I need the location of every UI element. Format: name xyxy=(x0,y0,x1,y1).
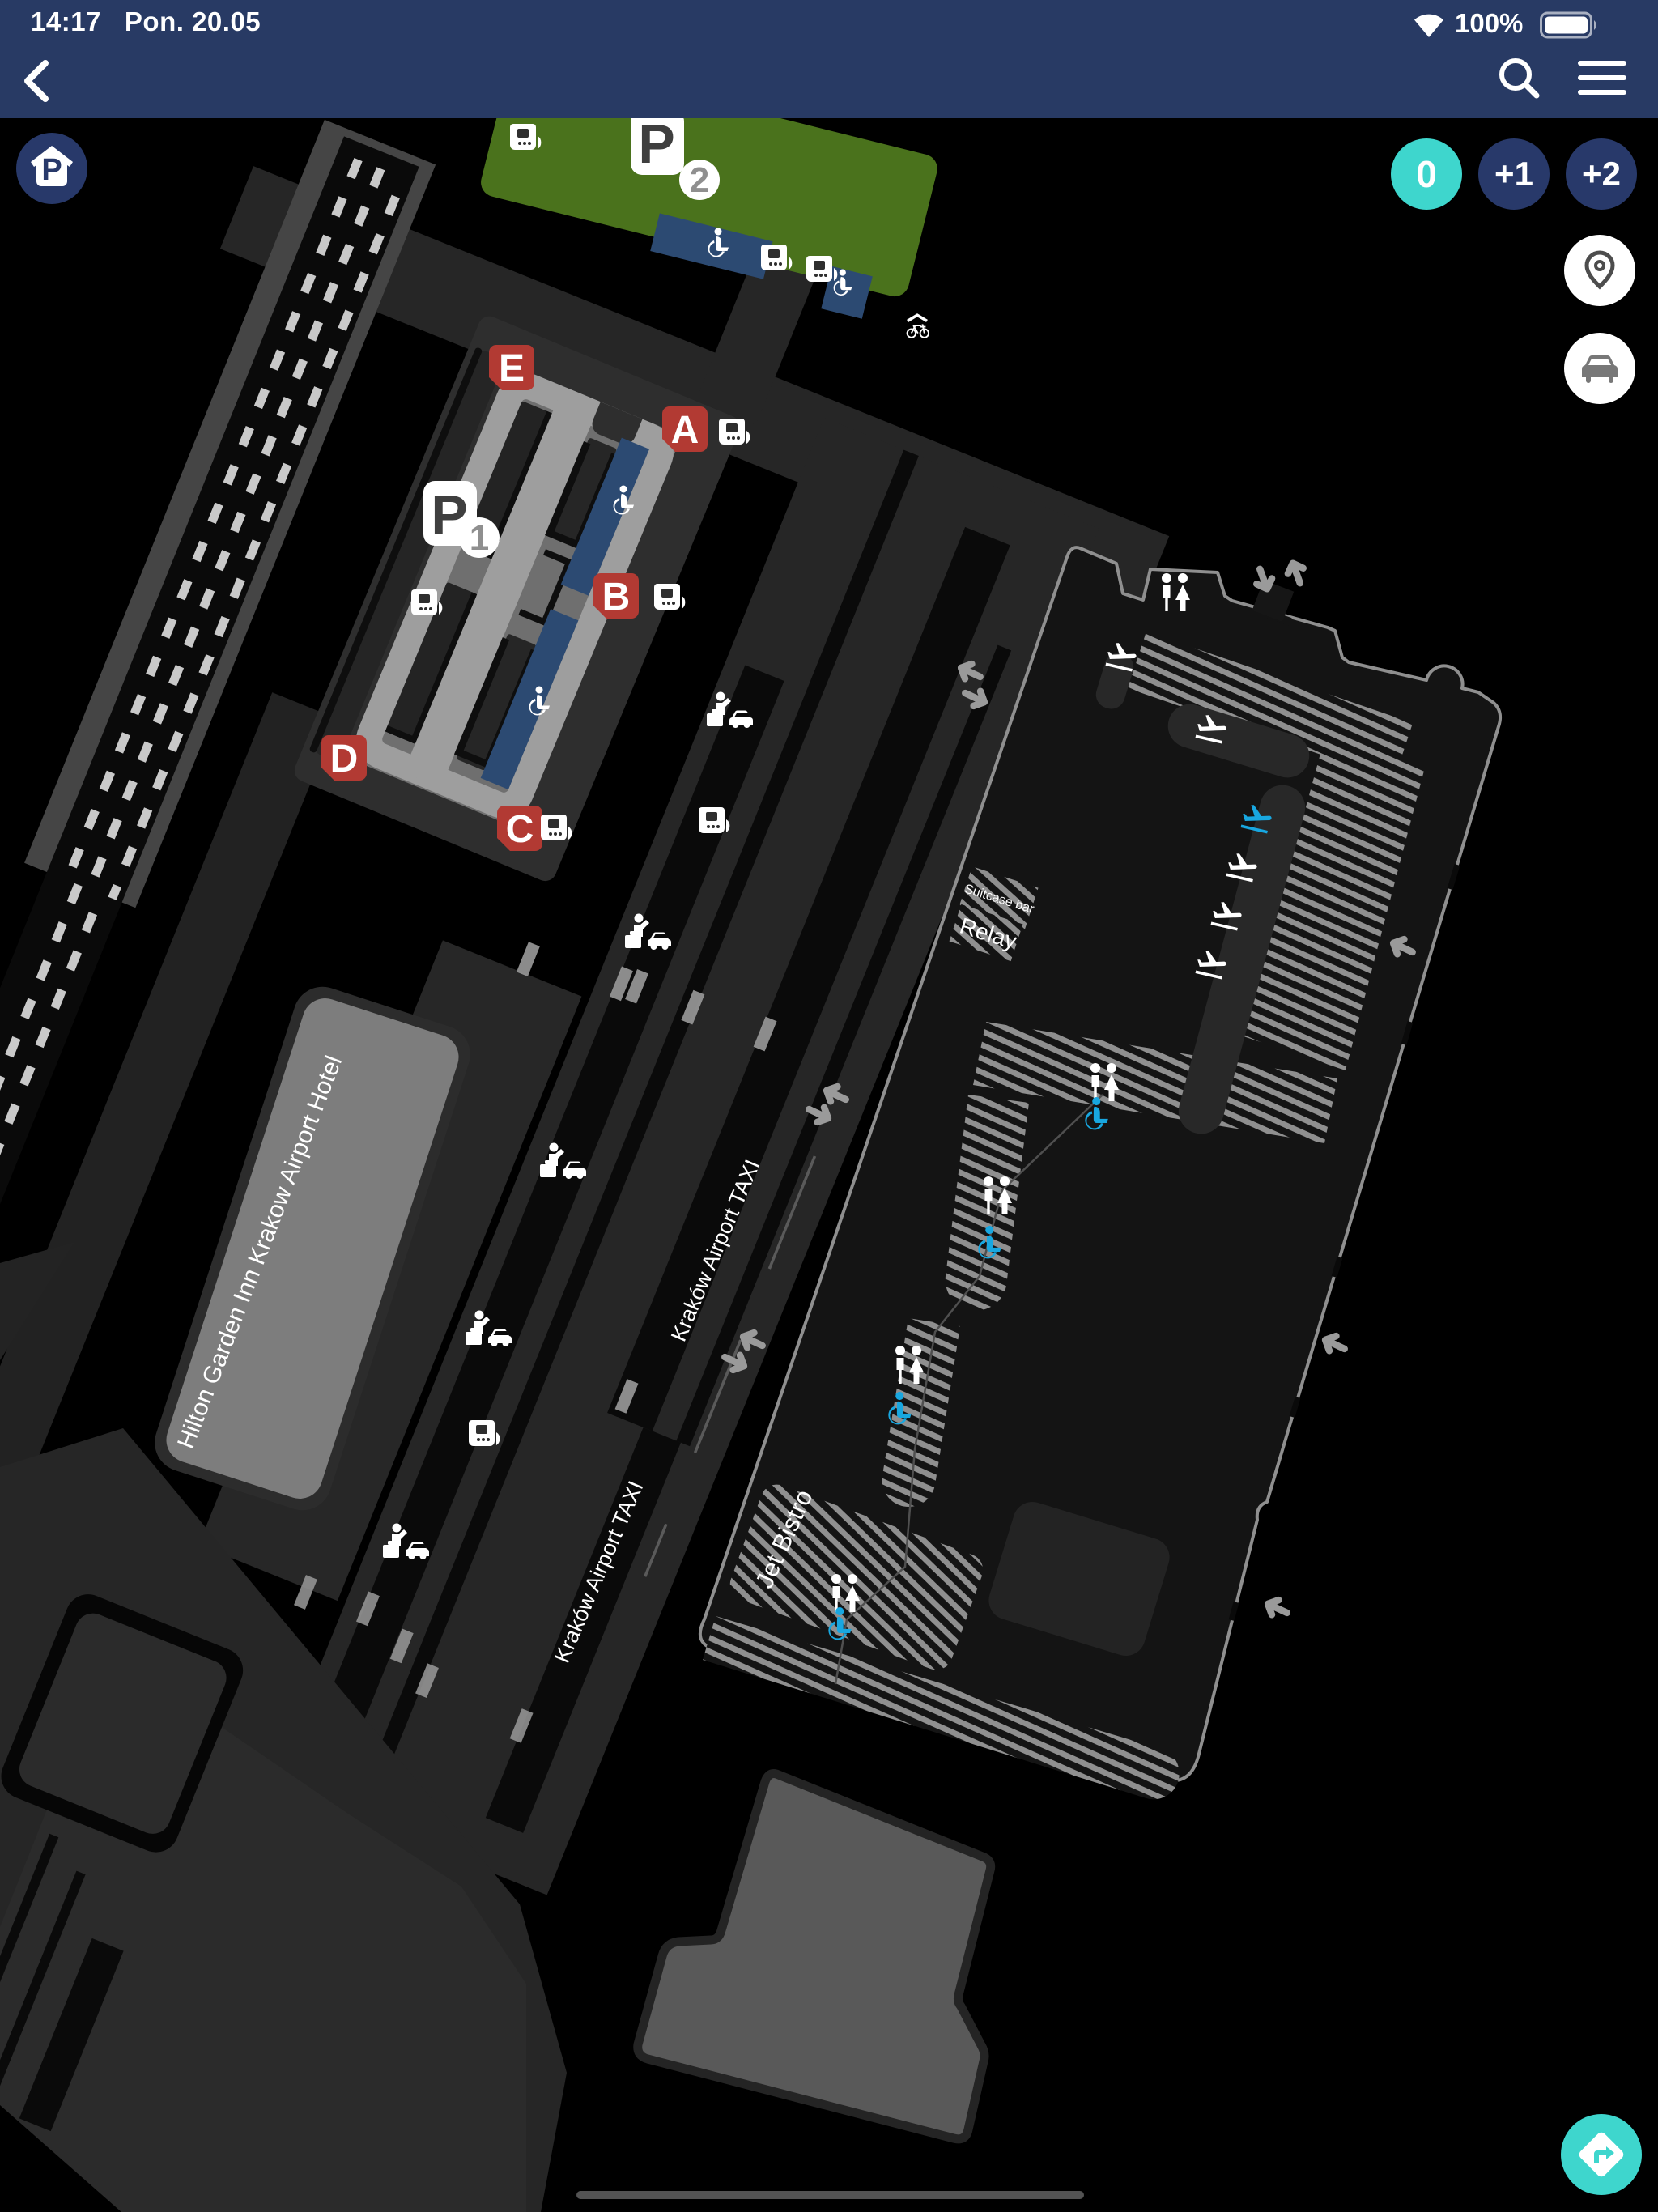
svg-text:2: 2 xyxy=(690,160,709,200)
svg-text:1: 1 xyxy=(470,518,489,558)
svg-text:D: D xyxy=(330,738,359,781)
svg-text:C: C xyxy=(506,808,534,851)
svg-text:A: A xyxy=(671,409,699,452)
svg-text:B: B xyxy=(602,576,631,619)
svg-text:E: E xyxy=(499,347,525,390)
svg-text:P: P xyxy=(41,153,62,187)
svg-text:P: P xyxy=(638,113,674,175)
